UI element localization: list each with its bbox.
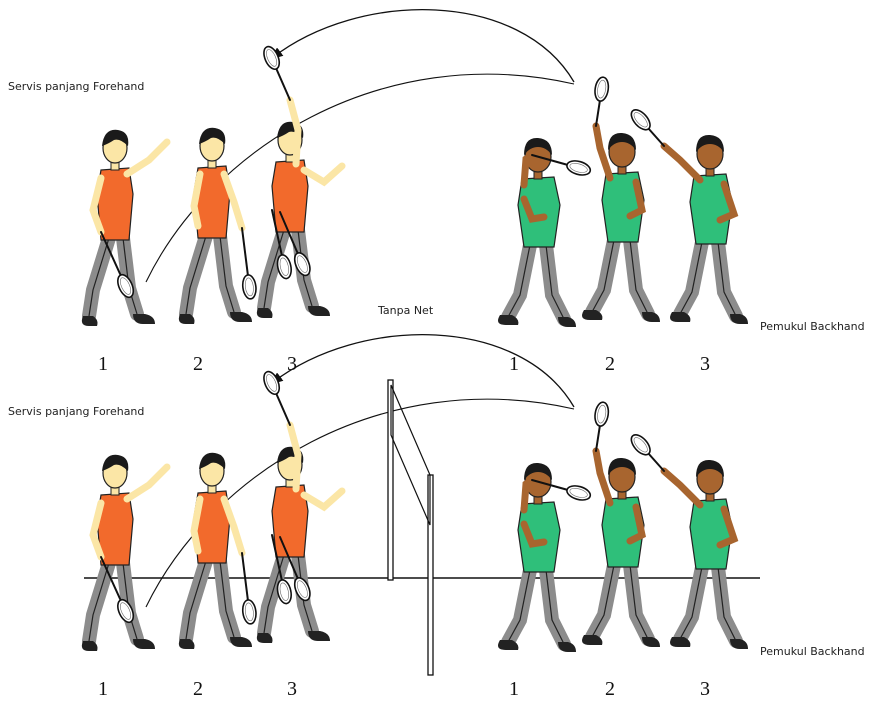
net-mesh — [390, 384, 431, 526]
receiver-number: 1 — [509, 353, 519, 375]
net-label: Tanpa Net — [377, 304, 434, 317]
server-number: 1 — [98, 353, 108, 375]
racket — [594, 401, 610, 452]
receiver-number: 2 — [605, 678, 615, 700]
racket — [241, 552, 257, 625]
racket — [100, 556, 135, 624]
server-number: 1 — [98, 678, 108, 700]
receiver-number: 2 — [605, 353, 615, 375]
receiver-figure-1 — [498, 137, 592, 327]
racket-motion — [271, 534, 292, 605]
receiver-label: Pemukul Backhand — [760, 645, 865, 658]
server-number: 3 — [287, 353, 297, 375]
server-number: 3 — [287, 678, 297, 700]
server-figure-1 — [81, 129, 171, 326]
racket — [594, 76, 610, 127]
racket — [263, 45, 291, 101]
flight-path — [145, 73, 575, 283]
server-figure-2 — [178, 452, 257, 649]
server-number: 2 — [193, 353, 203, 375]
shot-arrow — [269, 334, 575, 408]
server-number: 2 — [193, 678, 203, 700]
server-figure-3 — [256, 370, 346, 643]
racket — [241, 227, 257, 300]
receiver-figure-2 — [582, 401, 660, 647]
receiver-figure-2 — [582, 76, 660, 322]
server-figure-2 — [178, 127, 257, 324]
racket — [531, 154, 592, 176]
receiver-figure-1 — [498, 462, 592, 652]
racket — [100, 231, 135, 299]
receiver-number: 3 — [700, 353, 710, 375]
racket-motion — [271, 209, 292, 280]
racket-motion — [279, 211, 311, 277]
receiver-figure-3 — [630, 109, 748, 324]
receiver-figure-3 — [630, 434, 748, 649]
flight-path — [145, 398, 575, 608]
racket — [630, 434, 665, 472]
receiver-number: 1 — [509, 678, 519, 700]
serve-label: Servis panjang Forehand — [8, 80, 144, 93]
shot-arrow — [269, 9, 575, 83]
racket — [263, 370, 291, 426]
racket — [531, 479, 592, 501]
server-figure-3 — [256, 45, 346, 318]
net-post-left — [387, 379, 394, 581]
serve-label: Servis panjang Forehand — [8, 405, 144, 418]
racket — [630, 109, 665, 147]
receiver-label: Pemukul Backhand — [760, 320, 865, 333]
racket-motion — [279, 536, 311, 602]
server-figure-1 — [81, 454, 171, 651]
receiver-number: 3 — [700, 678, 710, 700]
